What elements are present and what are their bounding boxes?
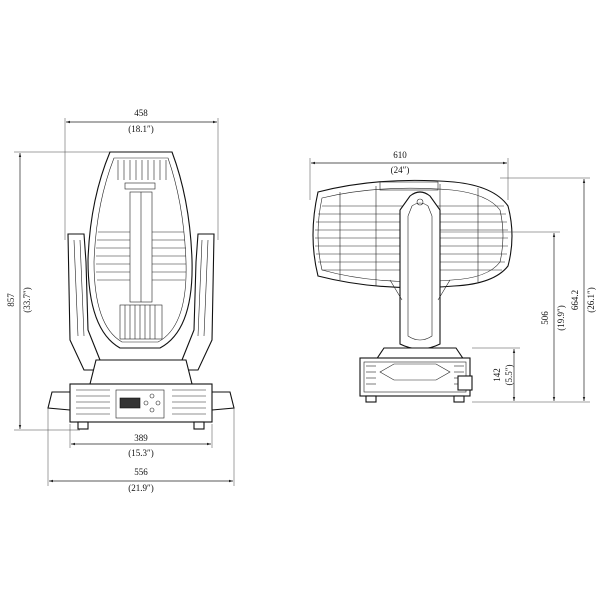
side-yoke-arm bbox=[389, 191, 451, 350]
front-view: 458 (18.1″) 857 (33.7″) bbox=[6, 108, 235, 493]
front-base-width-value: 389 bbox=[134, 433, 148, 443]
front-base-width-inch: (15.3″) bbox=[128, 448, 154, 458]
side-tilt-height-value: 506 bbox=[540, 311, 550, 325]
side-base bbox=[359, 347, 473, 403]
dim-side-head-width: 610 (24″) bbox=[309, 150, 509, 200]
dim-front-base-width: 389 (15.3″) bbox=[69, 424, 213, 458]
side-base-height-inch: (5.5″) bbox=[504, 365, 514, 386]
front-height-inch: (33.7″) bbox=[22, 287, 32, 313]
front-overall-width-value: 556 bbox=[134, 467, 148, 477]
side-base-height-value: 142 bbox=[492, 368, 502, 382]
front-head-top-vents bbox=[117, 160, 167, 180]
side-view: 610 (24″) bbox=[309, 150, 596, 403]
front-head-ribs bbox=[96, 231, 186, 281]
front-height-value: 857 bbox=[6, 293, 16, 307]
dim-side-base-height: 142 (5.5″) bbox=[472, 347, 520, 401]
dim-side-total-height: 664.2 (26.1″) bbox=[472, 177, 596, 403]
side-base-connector bbox=[457, 375, 473, 391]
side-total-height-inch: (26.1″) bbox=[586, 287, 596, 313]
front-yoke-bottom bbox=[89, 359, 193, 385]
front-display-panel bbox=[115, 389, 165, 419]
side-total-height-value: 664.2 bbox=[570, 290, 580, 310]
side-tilt-height-inch: (19.9″) bbox=[556, 305, 566, 331]
front-top-width-value: 458 bbox=[134, 108, 148, 118]
side-head-width-inch: (24″) bbox=[391, 165, 410, 175]
front-base bbox=[47, 383, 235, 430]
front-left-arm bbox=[67, 233, 105, 371]
front-base-vents bbox=[76, 389, 206, 415]
front-head bbox=[87, 151, 193, 349]
front-display-screen bbox=[119, 397, 141, 409]
front-right-handle bbox=[211, 391, 235, 411]
front-right-arm bbox=[177, 233, 215, 371]
front-head-lower-grille bbox=[119, 304, 163, 340]
side-head-width-value: 610 bbox=[393, 150, 407, 160]
front-overall-width-inch: (21.9″) bbox=[128, 483, 154, 493]
dim-front-top-width: 458 (18.1″) bbox=[64, 108, 219, 240]
front-top-width-inch: (18.1″) bbox=[128, 124, 154, 134]
dim-side-tilt-height: 506 (19.9″) bbox=[440, 231, 566, 401]
front-left-handle bbox=[47, 391, 71, 411]
dim-front-height: 857 (33.7″) bbox=[6, 151, 110, 431]
dim-front-overall-width: 556 (21.9″) bbox=[47, 408, 235, 493]
